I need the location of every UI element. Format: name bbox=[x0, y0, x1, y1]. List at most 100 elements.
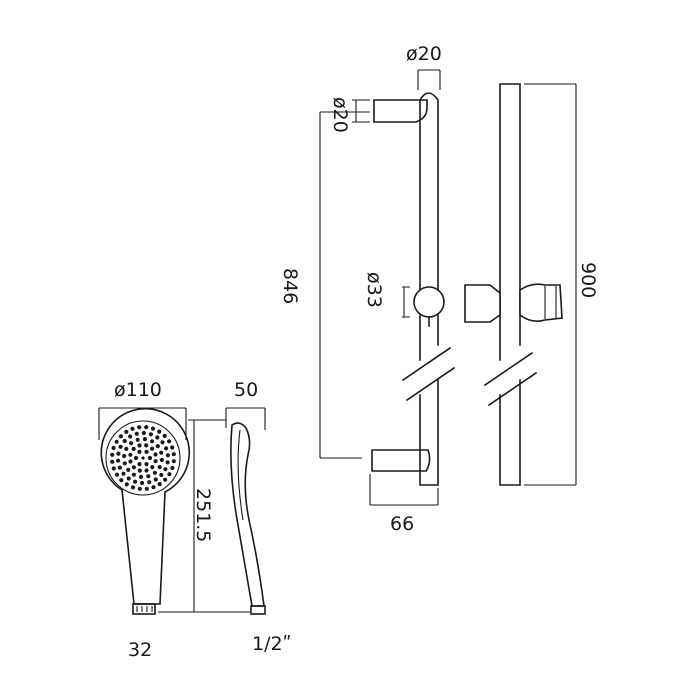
dim-handset-length-lines bbox=[158, 419, 250, 613]
spray-nozzle bbox=[133, 479, 138, 484]
spray-face bbox=[105, 420, 181, 496]
rail-break-line-bottom bbox=[405, 366, 456, 402]
spray-nozzle bbox=[122, 438, 127, 444]
spray-nozzle bbox=[147, 480, 152, 485]
spray-nozzle bbox=[137, 468, 142, 473]
spray-nozzle bbox=[118, 444, 123, 449]
spray-nozzle bbox=[147, 455, 153, 461]
spray-nozzle bbox=[144, 486, 149, 491]
spray-nozzle bbox=[128, 434, 133, 439]
spray-nozzle bbox=[111, 445, 116, 451]
dim-rail-top-diameter: ø20 bbox=[406, 43, 442, 65]
dim-head-diameter: ø110 bbox=[114, 379, 162, 401]
spray-nozzle bbox=[137, 462, 142, 467]
spray-nozzle bbox=[170, 445, 175, 450]
rail-body bbox=[418, 92, 439, 486]
spray-nozzle bbox=[138, 474, 144, 479]
spray-nozzle bbox=[124, 446, 129, 451]
spray-nozzle bbox=[121, 471, 126, 476]
side-connector bbox=[250, 605, 266, 615]
spray-nozzle bbox=[116, 458, 121, 463]
spray-nozzle bbox=[151, 485, 156, 490]
spray-nozzle bbox=[110, 452, 115, 457]
side-break-line-top bbox=[483, 351, 534, 387]
spray-nozzle bbox=[116, 451, 121, 456]
spray-nozzle bbox=[163, 467, 168, 472]
spray-nozzle bbox=[164, 446, 169, 451]
spray-nozzle bbox=[167, 439, 172, 444]
spray-nozzle bbox=[163, 477, 168, 482]
spray-nozzle bbox=[155, 444, 160, 449]
spray-nozzle bbox=[111, 466, 116, 471]
spray-nozzle bbox=[128, 459, 133, 464]
spray-nozzle bbox=[114, 472, 119, 477]
dim-total-height: 900 bbox=[577, 262, 599, 298]
spray-nozzle bbox=[167, 472, 172, 477]
spray-nozzle bbox=[135, 437, 140, 442]
spray-nozzle bbox=[117, 465, 122, 470]
spray-nozzle bbox=[118, 434, 123, 439]
spray-nozzle bbox=[130, 426, 135, 431]
spray-nozzle bbox=[122, 453, 127, 459]
spray-nozzle bbox=[137, 449, 142, 454]
spray-nozzle bbox=[146, 474, 151, 479]
spray-nozzle bbox=[141, 430, 146, 436]
dim-slider-lines bbox=[402, 286, 410, 318]
spray-nozzle bbox=[144, 443, 149, 448]
handset-outline bbox=[100, 407, 191, 605]
spray-nozzle bbox=[122, 461, 127, 466]
bottom-wall-bracket bbox=[371, 449, 431, 472]
slider-knob bbox=[413, 286, 445, 318]
spray-nozzle bbox=[114, 439, 119, 444]
spray-nozzle bbox=[126, 476, 131, 481]
spray-nozzle bbox=[124, 482, 129, 487]
dim-total-height-lines bbox=[524, 83, 577, 486]
spray-nozzle bbox=[144, 468, 149, 473]
dim-handset-length: 251.5 bbox=[192, 488, 214, 542]
spray-nozzle bbox=[134, 431, 139, 436]
dim-head-lines bbox=[98, 407, 187, 440]
spray-nozzle bbox=[153, 477, 158, 482]
handset-holder-clamp bbox=[464, 284, 501, 323]
spray-nozzle bbox=[171, 459, 176, 464]
spray-nozzle bbox=[124, 429, 129, 434]
spray-nozzle bbox=[159, 450, 164, 455]
spray-nozzle bbox=[153, 459, 158, 464]
spray-nozzle bbox=[130, 485, 136, 490]
dim-connection-thread: 1/2ʺ bbox=[252, 633, 291, 655]
spray-nozzle bbox=[159, 457, 164, 463]
top-wall-bracket bbox=[373, 99, 428, 123]
spray-nozzle bbox=[144, 425, 149, 430]
spray-nozzle bbox=[133, 455, 139, 461]
handset-connector bbox=[132, 603, 156, 615]
spray-nozzle bbox=[157, 429, 162, 434]
spray-nozzle bbox=[159, 472, 164, 478]
dim-head-depth-lines bbox=[225, 407, 266, 430]
spray-nozzle bbox=[119, 478, 124, 483]
spray-nozzle bbox=[150, 439, 155, 444]
spray-nozzle bbox=[153, 452, 158, 457]
spray-nozzle bbox=[131, 446, 136, 451]
spray-nozzle bbox=[137, 443, 142, 448]
spray-nozzle bbox=[131, 472, 136, 477]
spray-nozzle bbox=[165, 460, 170, 465]
spray-nozzle bbox=[170, 465, 175, 471]
dim-head-depth: 50 bbox=[234, 379, 258, 401]
spray-nozzles bbox=[110, 425, 176, 491]
dim-bracket-lines bbox=[352, 99, 370, 123]
spray-nozzle bbox=[157, 482, 162, 487]
spray-nozzle bbox=[144, 449, 149, 454]
side-rail-body bbox=[499, 83, 521, 486]
spray-nozzle bbox=[129, 441, 134, 446]
rail-front-view: ø20 ø20 846 ø33 66 bbox=[279, 43, 456, 535]
dim-bracket-depth-lines bbox=[369, 474, 439, 506]
spray-nozzle bbox=[148, 432, 153, 437]
spray-nozzle bbox=[137, 425, 142, 430]
spray-nozzle bbox=[171, 452, 176, 457]
spray-nozzle bbox=[162, 433, 167, 438]
spray-nozzle bbox=[150, 465, 155, 470]
handset-side-inner bbox=[237, 429, 244, 521]
spray-nozzle bbox=[110, 459, 115, 464]
spray-nozzle bbox=[150, 426, 156, 431]
